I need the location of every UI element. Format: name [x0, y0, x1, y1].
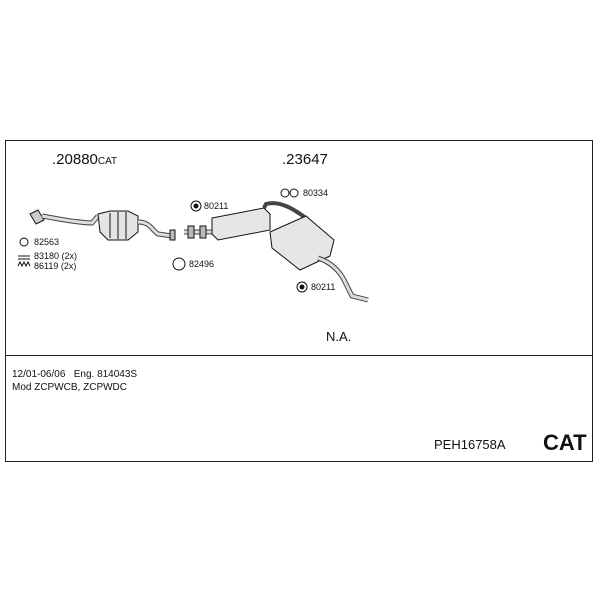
bolt-icon	[18, 255, 30, 260]
cat-label: CAT	[543, 430, 587, 455]
middle-silencer-drawing	[211, 201, 308, 241]
part-label-80334: 80334	[303, 188, 329, 198]
rear-silencer-drawing	[269, 215, 369, 303]
front-part-suffix: CAT	[97, 156, 118, 167]
part-label-83180: 83180 (2x)	[34, 251, 78, 261]
not-available-note: N.A.	[326, 329, 352, 344]
spring-icon	[17, 260, 31, 268]
gasket-icon	[19, 237, 29, 247]
part-label-86119: 86119 (2x)	[34, 261, 77, 271]
info-models: Mod ZCPWCB, ZCPWDC	[12, 382, 127, 393]
front-group-header: .20880CAT	[52, 152, 117, 168]
diagram-frame	[5, 140, 593, 462]
hanger-80211-icon	[296, 281, 308, 293]
section-divider	[5, 355, 593, 356]
rear-part-number: .23647	[282, 151, 328, 168]
part-label-82496: 82496	[189, 259, 215, 269]
rubber-hanger-icon	[190, 200, 202, 212]
ring-icon	[172, 257, 186, 271]
part-label-80211-front: 80211	[204, 201, 229, 211]
hanger-80334-icon	[280, 188, 299, 198]
part-label-82563: 82563	[34, 237, 60, 247]
part-label-80211-rear: 80211	[311, 282, 336, 292]
front-part-number: .20880	[52, 151, 98, 168]
coupling-drawing	[184, 225, 212, 239]
info-years-engine: 12/01-06/06 Eng. 814043S	[12, 369, 138, 380]
front-pipe-cat-drawing	[29, 209, 176, 241]
set-code: PEH16758A	[434, 437, 506, 452]
